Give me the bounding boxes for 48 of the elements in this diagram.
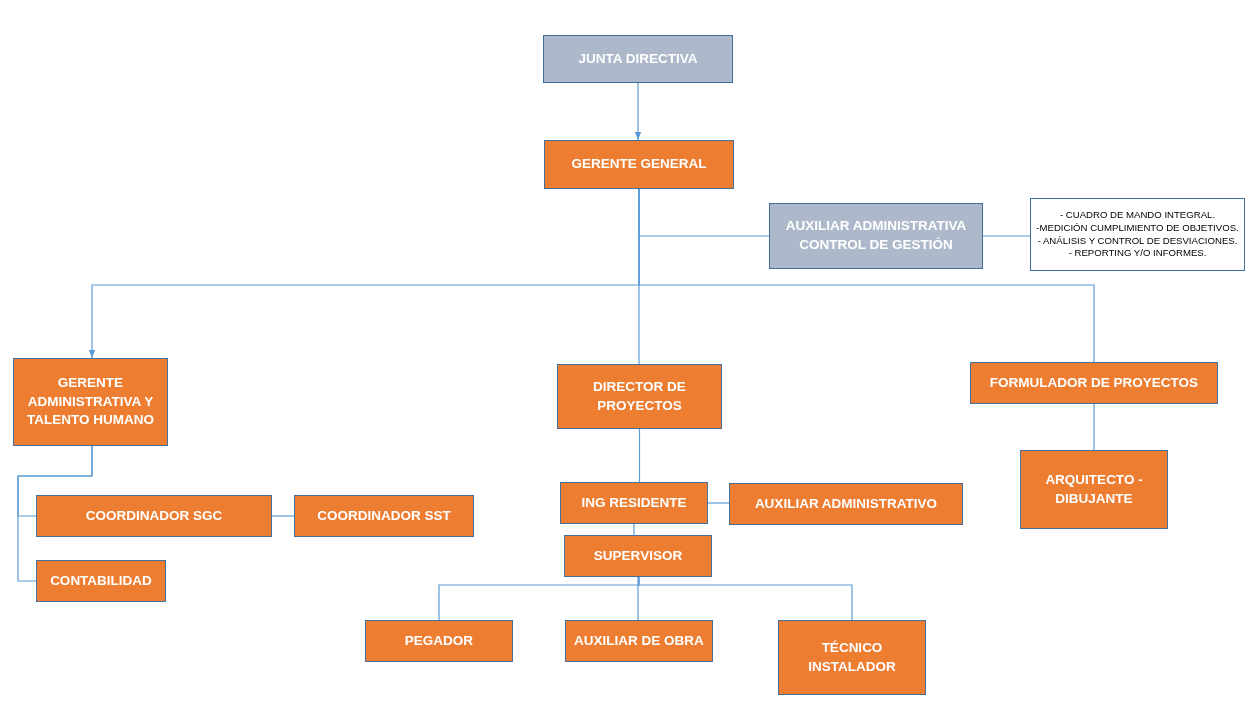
connector-line <box>707 502 730 504</box>
role-box <box>565 620 713 662</box>
connector-line <box>637 576 639 621</box>
role-title: COORDINADOR SST <box>317 506 451 525</box>
role-title: SUPERVISOR <box>593 546 683 565</box>
role-title: PEGADOR <box>404 631 474 650</box>
role-title: CONTABILIDAD <box>50 571 152 590</box>
connector-line <box>982 235 1031 237</box>
note-text: - REPORTING Y/O INFORMES. <box>1068 247 1207 261</box>
connector-line <box>17 445 93 582</box>
role-title: AUXILIAR ADMINISTRATIVO <box>754 494 938 513</box>
role-title: ARQUITECTO - DIBUJANTE <box>1044 470 1144 508</box>
role-box <box>970 362 1218 404</box>
role-title: GERENTE GENERAL <box>571 155 707 174</box>
connector-line <box>638 188 1095 363</box>
role-box <box>1020 450 1168 529</box>
connector-line <box>271 515 295 517</box>
role-box <box>778 620 926 695</box>
role-box <box>543 35 733 83</box>
role-box <box>36 495 272 537</box>
role-title: TÉCNICO INSTALADOR <box>807 638 897 676</box>
role-title: GERENTE ADMINISTRATIVA Y TALENTO HUMANO <box>26 373 155 430</box>
role-title: DIRECTOR DE PROYECTOS <box>592 377 687 415</box>
role-title: AUXILIAR ADMINISTRATIVA CONTROL DE GESTIÓN <box>784 217 968 254</box>
note-text: - ANÁLISIS Y CONTROL DE DESVIACIONES. <box>1037 234 1238 248</box>
note-box <box>1030 198 1245 271</box>
role-box <box>769 203 983 269</box>
role-box <box>729 483 963 525</box>
role-title: JUNTA DIRECTIVA <box>578 49 698 68</box>
role-box <box>36 560 166 602</box>
role-title: AUXILIAR DE OBRA <box>574 631 704 650</box>
role-title: FORMULADOR DE PROYECTOS <box>989 373 1199 392</box>
role-title: COORDINADOR SGC <box>85 506 223 525</box>
role-box <box>544 140 734 189</box>
note-text: - CUADRO DE MANDO INTEGRAL. <box>1059 208 1216 222</box>
role-box <box>557 364 722 429</box>
connector-line <box>1093 403 1095 451</box>
role-title: ING RESIDENTE <box>581 493 687 512</box>
arrow <box>634 82 642 141</box>
connector-line <box>638 428 641 483</box>
connector-line <box>633 523 635 536</box>
role-box <box>294 495 474 537</box>
role-box <box>564 535 712 577</box>
role-box <box>13 358 168 446</box>
role-box <box>560 482 708 524</box>
note-text: -MEDICIÓN CUMPLIMIENTO DE OBJETIVOS. <box>1036 221 1239 235</box>
role-box <box>365 620 513 662</box>
connector-line <box>638 576 853 621</box>
